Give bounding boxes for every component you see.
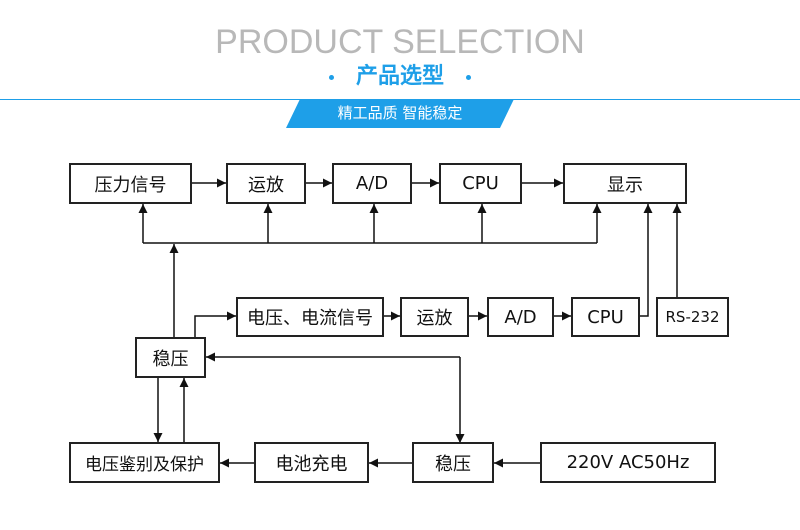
node-voltage-protection: 电压鉴别及保护	[69, 442, 220, 483]
node-op-amp-1: 运放	[226, 163, 306, 204]
node-display: 显示	[563, 163, 687, 204]
node-ad-2: A/D	[487, 297, 554, 337]
arrow-reg-to-vi	[194, 311, 236, 337]
node-ac-input: 220V AC50Hz	[540, 442, 716, 483]
node-pressure-signal: 压力信号	[69, 163, 192, 204]
node-rs232: RS-232	[656, 297, 729, 337]
bullet-dot-right	[466, 74, 471, 80]
node-ad-1: A/D	[332, 163, 412, 204]
node-op-amp-2: 运放	[400, 297, 469, 337]
node-voltage-current-signal: 电压、电流信号	[236, 297, 384, 337]
title-chinese: 产品选型	[0, 62, 800, 92]
node-cpu-2: CPU	[571, 297, 640, 337]
tagline-ribbon: 精工品质 智能稳定	[286, 99, 514, 128]
node-voltage-regulator-2: 稳压	[412, 442, 494, 483]
title-chinese-text: 产品选型	[355, 64, 444, 89]
node-voltage-regulator-1: 稳压	[135, 337, 206, 378]
node-battery-charging: 电池充电	[254, 442, 369, 483]
bullet-dot-left	[328, 74, 334, 80]
node-cpu-1: CPU	[439, 163, 522, 204]
title-english: PRODUCT SELECTION	[215, 23, 585, 61]
arrow-cpu2-to-display	[640, 204, 653, 317]
